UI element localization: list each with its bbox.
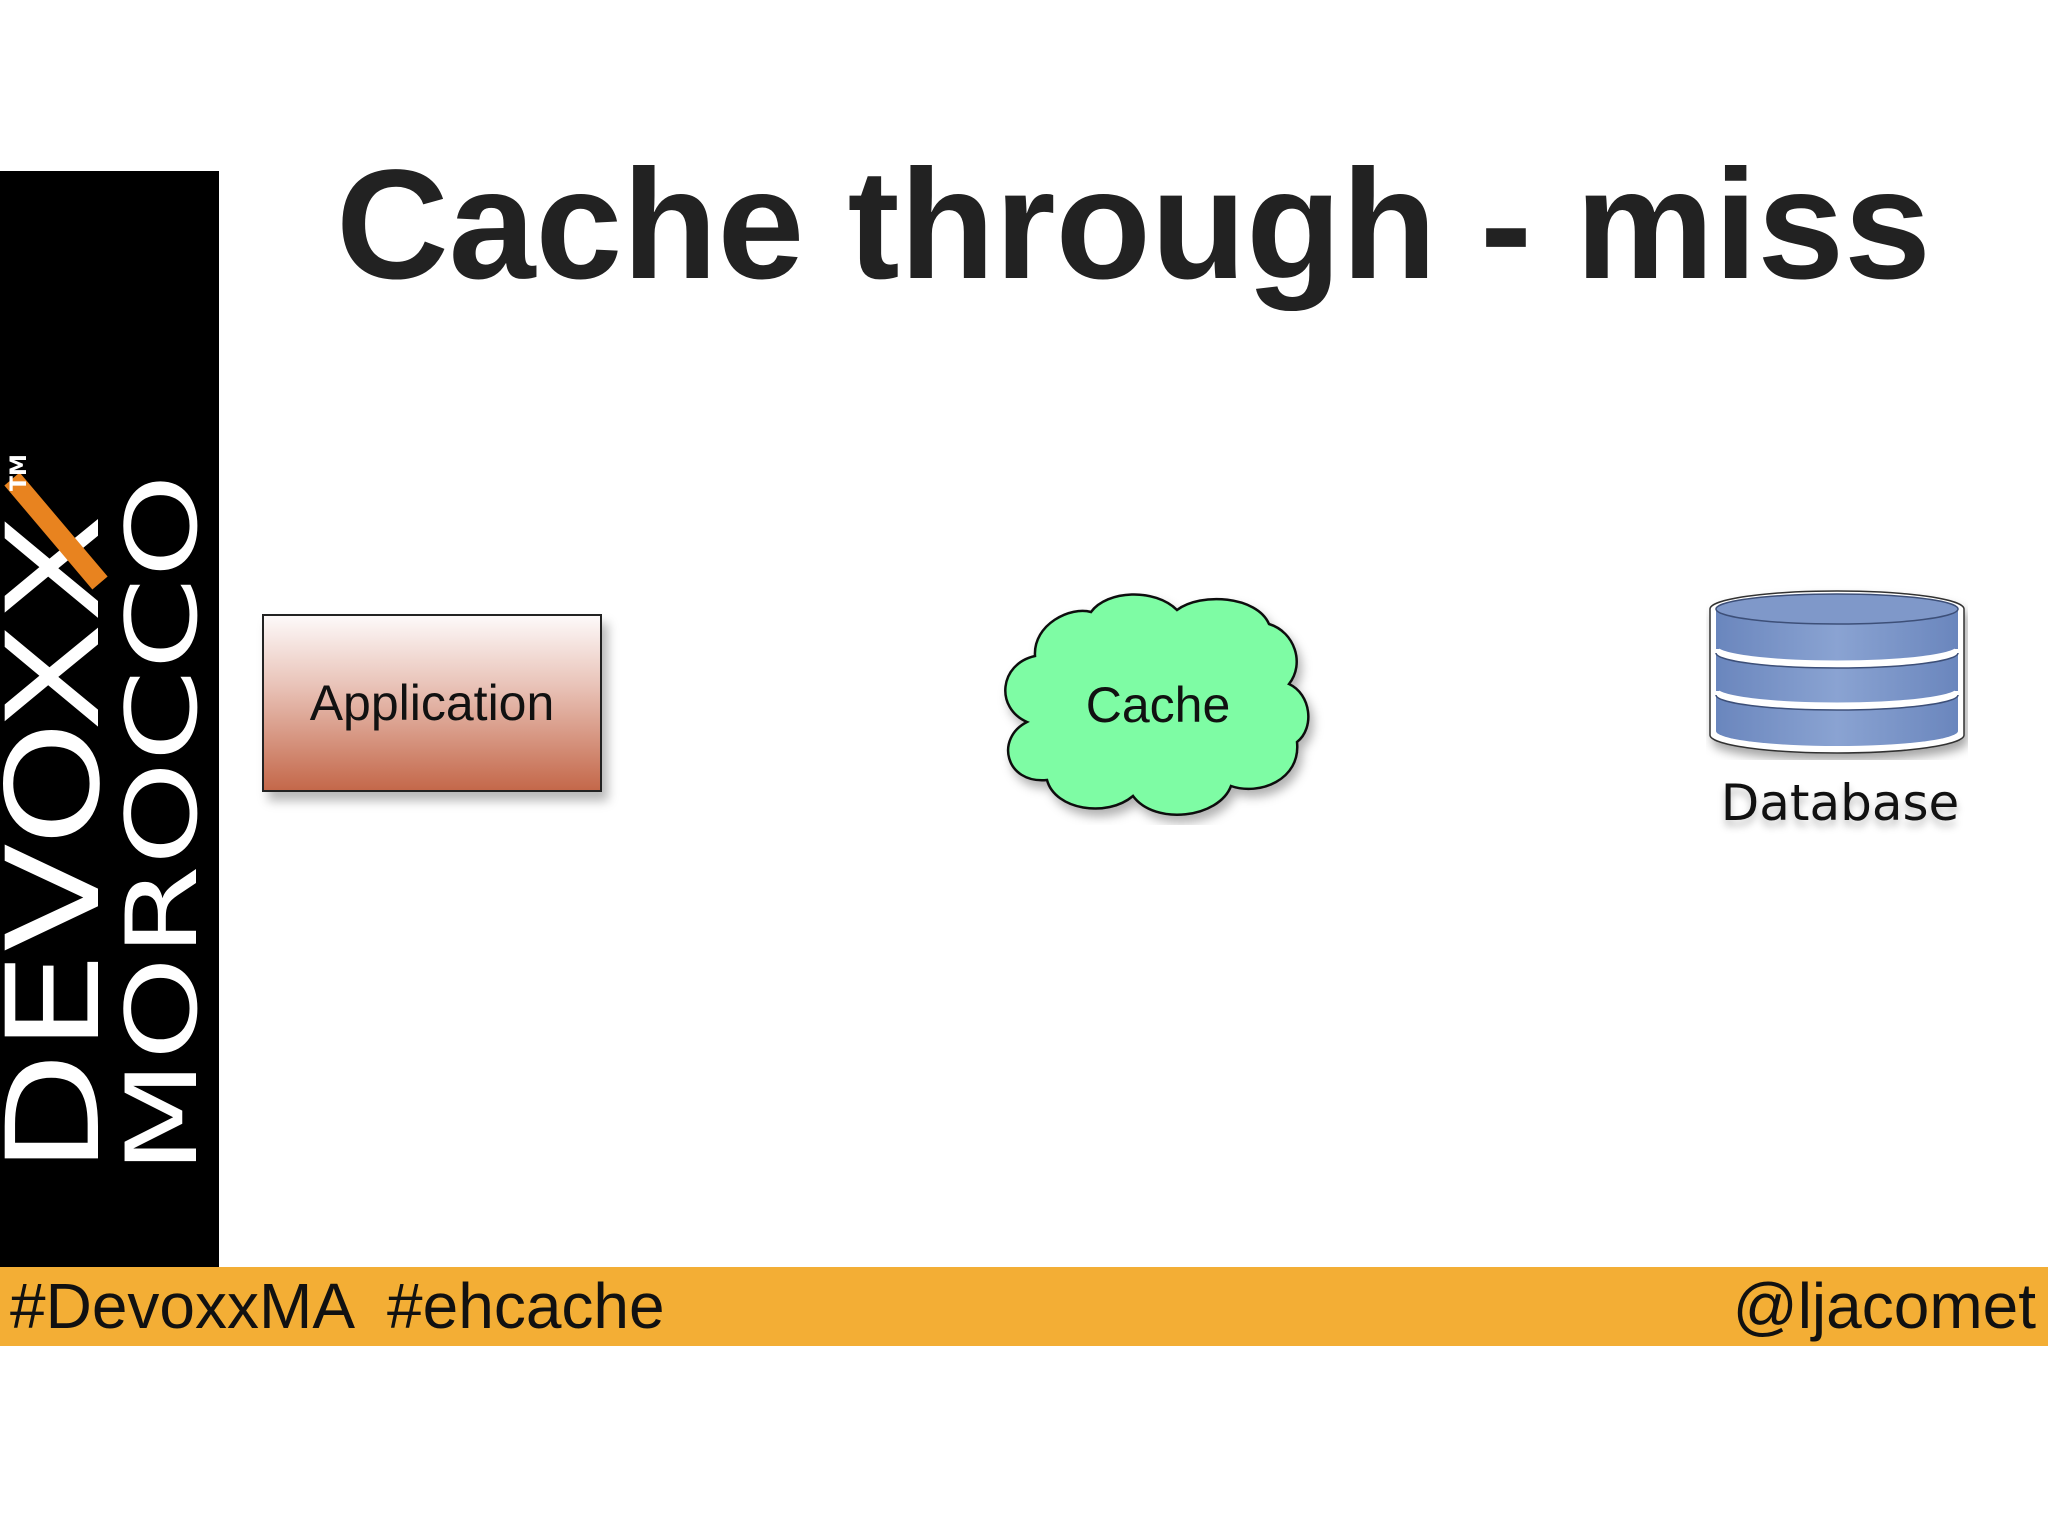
sidebar-logo-panel: DEVOXX MOROCCO TM	[0, 171, 219, 1267]
cache-label: Cache	[1085, 677, 1231, 733]
logo-location-text: MOROCCO	[106, 474, 219, 1174]
footer-bar: #DevoxxMA #ehcache @ljacomet	[0, 1267, 2048, 1346]
logo-brand-text: DEVOXX	[0, 514, 129, 1174]
cache-cloud-icon	[1004, 593, 1310, 816]
application-node: Application	[262, 614, 602, 792]
slide-title: Cache through - miss	[336, 138, 1931, 312]
database-icon	[1709, 590, 1965, 754]
devoxx-morocco-logo: DEVOXX MOROCCO TM	[0, 454, 219, 1174]
footer-handle: @ljacomet	[1732, 1270, 2036, 1342]
logo-accent-stroke	[4, 472, 108, 590]
application-label: Application	[309, 675, 555, 731]
logo-trademark-text: TM	[7, 454, 32, 491]
footer-hashtags: #DevoxxMA #ehcache	[10, 1270, 665, 1342]
database-label: Database	[1720, 774, 1960, 832]
